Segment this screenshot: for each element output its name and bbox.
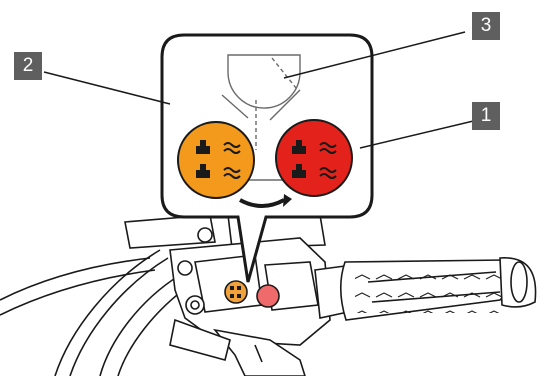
orange-light-switch bbox=[178, 122, 254, 198]
small-switch-red bbox=[257, 285, 279, 307]
red-light-switch bbox=[276, 120, 352, 196]
callout-label-1: 1 bbox=[472, 102, 500, 130]
small-switch-orange bbox=[225, 281, 247, 303]
callout-label-2: 2 bbox=[14, 52, 42, 80]
callout-label-3: 3 bbox=[472, 12, 500, 40]
